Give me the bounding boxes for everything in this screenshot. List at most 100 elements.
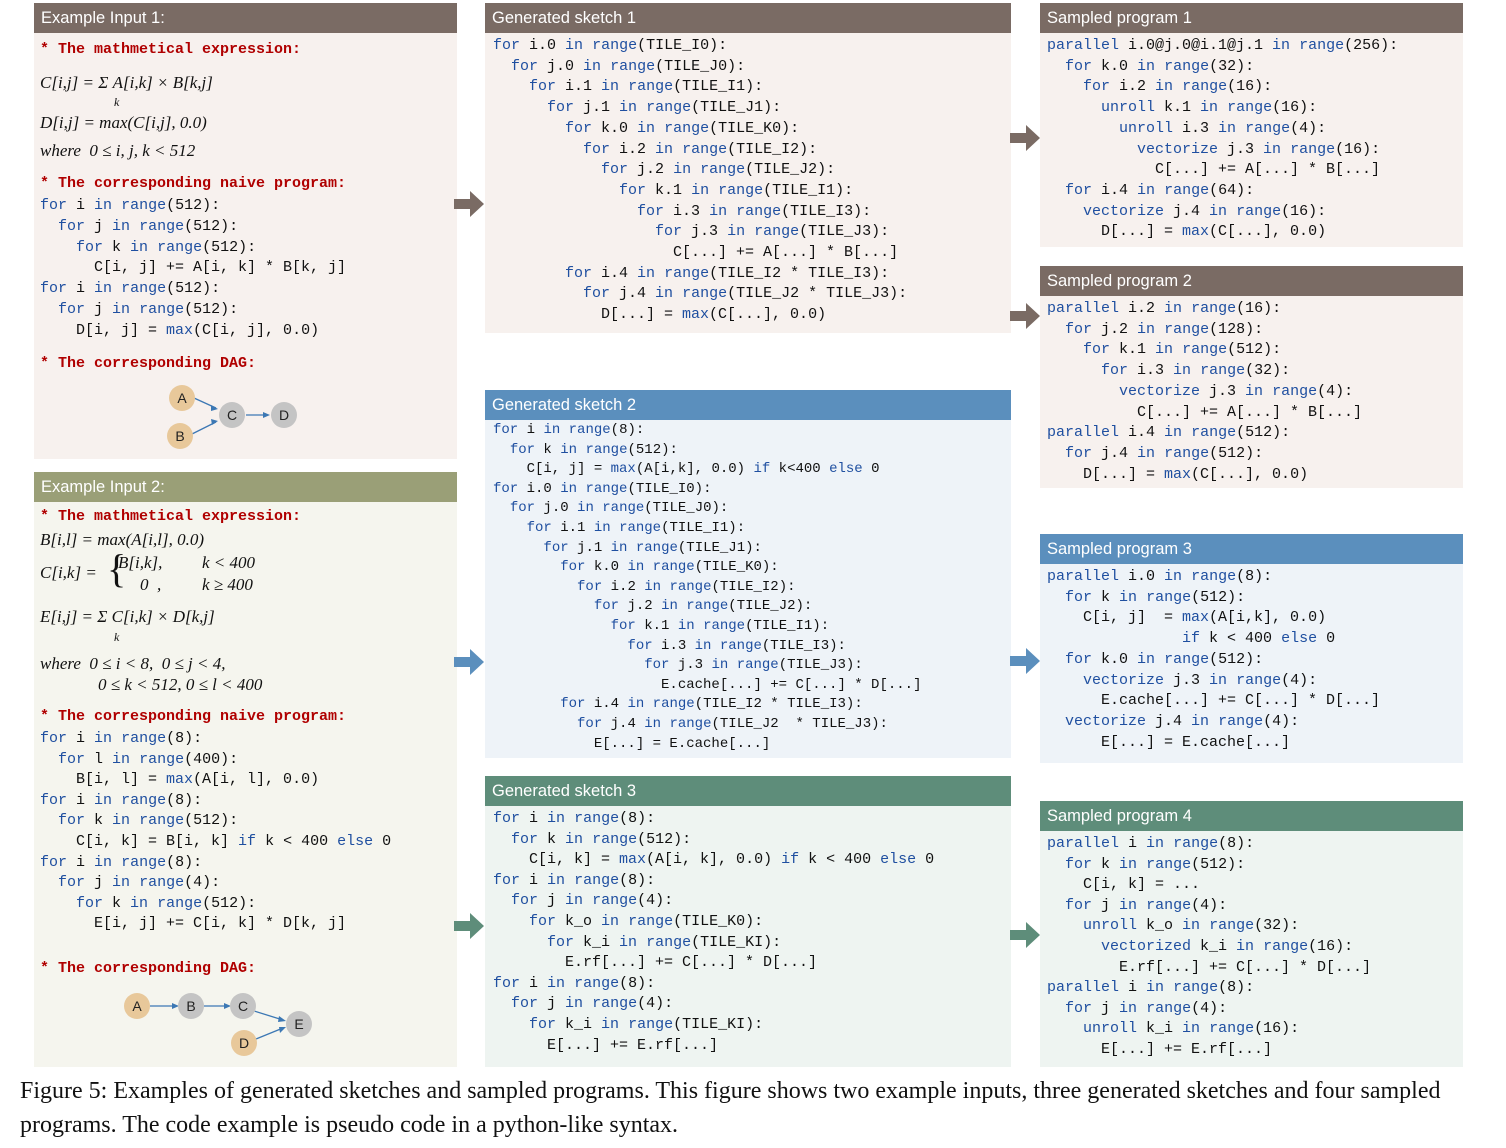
- svg-text:A: A: [132, 998, 142, 1014]
- math-brace: {: [107, 546, 127, 591]
- code-line: for j in range(4):: [58, 874, 221, 892]
- sampled-program-3-panel: Sampled program 3 parallel i.0 in range(…: [1040, 534, 1463, 763]
- code-line: for i.3 in range(TILE_I3):: [637, 202, 872, 220]
- code-line: parallel i in range(8):: [1047, 835, 1255, 852]
- code-line: for i.3 in range(32):: [1101, 362, 1291, 380]
- sampled-program-1-title: Sampled program 1: [1040, 3, 1463, 33]
- code-line: for j.3 in range(TILE_J3):: [644, 657, 863, 674]
- code-line: for i in range(8):: [493, 810, 656, 827]
- code-line: parallel i.4 in range(512):: [1047, 424, 1291, 442]
- generated-sketch-3-body: for i in range(8): for k in range(512): …: [485, 806, 1011, 1067]
- code-line: E[i, j] += C[i, k] * D[k, j]: [40, 915, 347, 933]
- code-line: for j in range(512):: [58, 301, 239, 318]
- dag-node-c: C: [219, 402, 245, 428]
- code-line: for k_o in range(TILE_K0):: [529, 913, 764, 930]
- sampled-program-2-body: parallel i.2 in range(16): for j.2 in ra…: [1040, 296, 1463, 488]
- program-comment: * The corresponding naive program:: [40, 175, 347, 192]
- code-line: D[...] = max(C[...], 0.0): [1047, 223, 1327, 241]
- code-line: C[i, j] += A[i, k] * B[k, j]: [40, 259, 347, 277]
- code-line: for k in range(512):: [76, 894, 257, 912]
- generated-sketch-1-title: Generated sketch 1: [485, 3, 1011, 33]
- code-line: E[...] = E.cache[...]: [1047, 733, 1291, 751]
- code-line: for j in range(4):: [1065, 896, 1228, 914]
- sampled-program-2-title: Sampled program 2: [1040, 266, 1463, 296]
- arrow-ex1-to-sketch1: [454, 191, 484, 217]
- code-line: E[...] += E.rf[...]: [1047, 1041, 1273, 1058]
- sampled-program-4-body: parallel i in range(8): for k in range(5…: [1040, 831, 1463, 1067]
- code-line: for i.4 in range(64):: [1065, 181, 1255, 199]
- arrow-sketch1-to-program1: [1010, 125, 1040, 151]
- code-line: for k.0 in range(TILE_K0):: [565, 119, 800, 137]
- code-line: C[i, j] = max(A[i,k], 0.0): [1047, 609, 1327, 627]
- code-line: for j.4 in range(512):: [1065, 444, 1264, 462]
- code-line: for j in range(4):: [511, 995, 674, 1013]
- arrow-ex2-to-sketch3: [454, 913, 484, 939]
- generated-sketch-3-title: Generated sketch 3: [485, 776, 1011, 806]
- code-line: for j.2 in range(TILE_J2):: [593, 598, 813, 615]
- code-line: for i.2 in range(TILE_I2):: [577, 578, 796, 595]
- math-line-c-label: C[i,k] =: [40, 563, 97, 582]
- code-line: for k.1 in range(TILE_I1):: [610, 618, 830, 634]
- program-comment: * The corresponding naive program:: [40, 708, 347, 725]
- math-line-b: B[i,l] = max(A[i,l], 0.0): [40, 530, 204, 549]
- code-line: for j.0 in range(TILE_J0):: [511, 57, 746, 75]
- sampled-program-1-panel: Sampled program 1 parallel i.0@j.0@i.1@j…: [1040, 3, 1463, 247]
- code-line: parallel i.0 in range(8):: [1047, 568, 1273, 585]
- code-line: vectorize j.3 in range(4):: [1083, 671, 1318, 689]
- code-line: for j.0 in range(TILE_J0):: [509, 500, 729, 517]
- code-line: for k in range(512):: [1065, 588, 1246, 606]
- code-line: for k in range(512):: [76, 238, 257, 256]
- math-case1-value: B[i,k],: [118, 553, 163, 572]
- example-input-2-body: * The mathmetical expression: B[i,l] = m…: [34, 502, 457, 1067]
- dag-node-a: A: [169, 385, 195, 411]
- svg-text:C: C: [227, 407, 237, 423]
- sampled-program-2-panel: Sampled program 2 parallel i.2 in range(…: [1040, 266, 1463, 488]
- code-line: for j.1 in range(TILE_J1):: [547, 99, 782, 117]
- math-where-2: 0 ≤ k < 512, 0 ≤ l < 400: [98, 675, 263, 694]
- code-line: for j.3 in range(TILE_J3):: [655, 223, 890, 241]
- code-line: for k in range(512):: [1065, 855, 1246, 873]
- math-case2-value: 0 ,: [140, 575, 162, 594]
- svg-text:E: E: [294, 1016, 303, 1032]
- code-line: for i.4 in range(TILE_I2 * TILE_I3):: [560, 696, 863, 713]
- math-case2-cond: k ≥ 400: [202, 575, 253, 594]
- example-input-2-panel: Example Input 2: * The mathmetical expre…: [34, 472, 457, 1067]
- math-sum-index: k: [114, 630, 120, 644]
- code-line: for j in range(4):: [511, 892, 674, 910]
- code-line: D[...] = max(C[...], 0.0): [493, 306, 827, 324]
- code-line: D[i, j] = max(C[i, j], 0.0): [40, 321, 320, 339]
- code-line: vectorize j.3 in range(16):: [1137, 140, 1381, 158]
- code-line: C[...] += A[...] * B[...]: [1047, 161, 1381, 179]
- code-line: for j.2 in range(128):: [1065, 320, 1264, 338]
- code-line: for k in range(512):: [509, 441, 678, 458]
- dag-node-c: C: [230, 993, 256, 1019]
- code-line: for k in range(512):: [511, 830, 692, 848]
- code-line: for k.1 in range(512):: [1083, 341, 1282, 359]
- svg-text:B: B: [186, 998, 195, 1014]
- dag-node-b: B: [167, 423, 193, 449]
- dag-node-b: B: [178, 993, 204, 1019]
- code-line: for j.1 in range(TILE_J1):: [543, 539, 762, 556]
- code-line: vectorize j.3 in range(4):: [1119, 382, 1354, 400]
- arrow-sketch3-to-program4: [1010, 922, 1040, 948]
- sampled-program-1-body: parallel i.0@j.0@i.1@j.1 in range(256): …: [1040, 33, 1463, 247]
- code-line: C[i, k] = ...: [1047, 876, 1201, 894]
- generated-sketch-2-panel: Generated sketch 2 for i in range(8): fo…: [485, 390, 1011, 758]
- example-input-1-body: * The mathmetical expression: C[i,j] = Σ…: [34, 33, 457, 459]
- arrow-sketch2-to-program3: [1010, 648, 1040, 674]
- generated-sketch-2-title: Generated sketch 2: [485, 390, 1011, 420]
- code-line: E.cache[...] += C[...] * D[...]: [1047, 692, 1381, 710]
- svg-text:A: A: [177, 390, 187, 406]
- svg-text:B: B: [175, 428, 184, 444]
- math-line-e: E[i,j] = Σ C[i,k] × D[k,j]: [40, 607, 215, 626]
- code-line: E.cache[...] += C[...] * D[...]: [493, 676, 922, 693]
- code-line: vectorize j.4 in range(4):: [1065, 712, 1300, 730]
- code-line: vectorize j.4 in range(16):: [1083, 202, 1327, 220]
- code-line: for j.2 in range(TILE_J2):: [601, 161, 836, 179]
- generated-sketch-1-body: for i.0 in range(TILE_I0): for j.0 in ra…: [485, 33, 1011, 333]
- code-line: for i.0 in range(TILE_I0):: [493, 37, 728, 54]
- code-line: for i.1 in range(TILE_I1):: [529, 78, 764, 96]
- code-line: for i in range(8):: [40, 730, 203, 747]
- math-line-d: D[i,j] = max(C[i,j], 0.0): [40, 113, 207, 132]
- code-line: parallel i.2 in range(16):: [1047, 300, 1282, 317]
